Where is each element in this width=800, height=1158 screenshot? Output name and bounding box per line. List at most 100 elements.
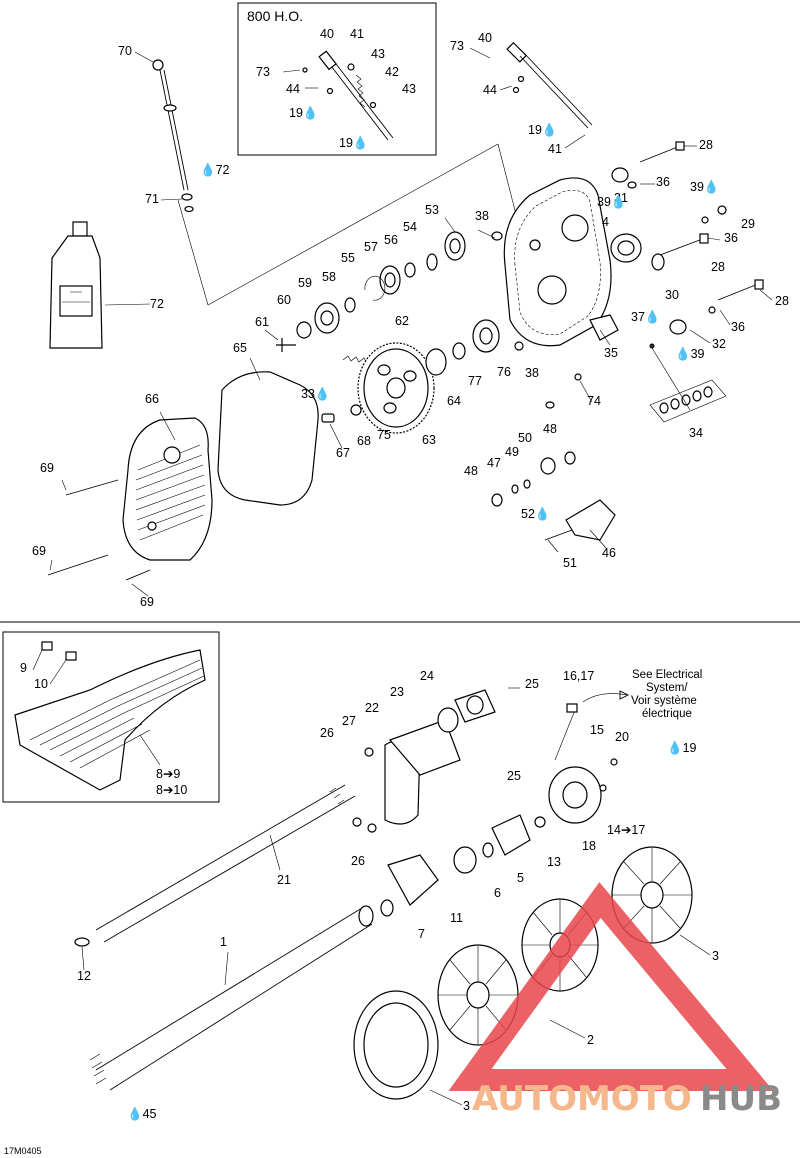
svg-text:HUB: HUB [700,1079,782,1119]
image-code: 17M0405 [4,1146,42,1156]
callout-labels: 70 💧72 71 72 40 41 43 42 43 73 44 19💧 19… [4,27,789,1156]
callout-41-right: 41 [548,142,562,156]
callout-9: 9 [20,661,27,675]
callout-39-a: 39💧 [690,179,719,194]
oil-bottle [49,221,103,349]
callout-76: 76 [497,365,511,379]
callout-15: 15 [590,723,604,737]
callout-20: 20 [615,730,629,744]
callout-12: 12 [77,969,91,983]
callout-36-b: 36 [724,231,738,245]
callout-65: 65 [233,341,247,355]
callout-26-b: 26 [351,854,365,868]
callout-24: 24 [420,669,434,683]
callout-39-c: 💧39 [675,346,705,361]
inset-800ho-frame [237,2,437,156]
cover-bolts [47,479,151,581]
callout-45: 💧45 [127,1106,157,1121]
callout-70: 70 [118,44,132,58]
callout-25-b: 25 [507,769,521,783]
callout-29: 29 [741,217,755,231]
dipstick [152,59,194,213]
callout-19-lower: 💧19 [667,740,697,755]
cover-gasket [217,371,319,506]
callout-69-b: 69 [32,544,46,558]
electrical-arrow [582,693,629,703]
callout-14-17: 14➔17 [607,823,645,837]
watermark-logo: AUTOMOTO HUB [448,882,782,1119]
callout-52: 52💧 [521,506,550,521]
callout-42-inset: 42 [385,65,399,79]
callout-39-b: 39💧 [597,194,626,209]
chaincase-cover [122,417,213,561]
callout-21: 21 [277,873,291,887]
callout-26-a: 26 [320,726,334,740]
callout-64: 64 [447,394,461,408]
callout-25-a: 25 [525,677,539,691]
callout-33: 33💧 [301,386,330,401]
callout-36-c: 36 [731,320,745,334]
svg-text:AUTOMOTO: AUTOMOTO [472,1079,692,1119]
housing-hardware [610,141,764,423]
callout-55: 55 [341,251,355,265]
callout-3-a: 3 [712,949,719,963]
callout-43-inset-a: 43 [371,47,385,61]
callout-28-c: 28 [775,294,789,308]
callout-66: 66 [145,392,159,406]
callout-36-a: 36 [656,175,670,189]
callout-41-inset: 41 [350,27,364,41]
callout-19-right: 19💧 [528,122,557,137]
callout-32: 32 [712,337,726,351]
electrical-arrowhead [619,690,630,700]
callout-2: 2 [587,1033,594,1047]
axle-1 [89,905,374,1091]
callout-30: 30 [665,288,679,302]
rod-top-right [506,41,593,129]
callout-10: 10 [34,677,48,691]
callout-3-b: 3 [463,1099,470,1113]
large-sprocket-gear [357,342,435,434]
callout-43-inset-b: 43 [402,82,416,96]
callout-7: 7 [418,927,425,941]
callout-44-inset: 44 [286,82,300,96]
callout-47: 47 [487,456,501,470]
end-bearing-parts [352,689,618,917]
callout-38-b: 38 [525,366,539,380]
callout-72-bottle: 72 [150,297,164,311]
callout-56: 56 [384,233,398,247]
note-electrical-3: Voir système [631,695,697,707]
callout-37: 37💧 [631,309,660,324]
callout-8-9: 8➔9 [156,767,180,781]
callout-38-a: 38 [475,209,489,223]
callout-53: 53 [425,203,439,217]
callout-69-a: 69 [40,461,54,475]
callout-8-10: 8➔10 [156,783,187,797]
callout-60: 60 [277,293,291,307]
callout-28-b: 28 [711,260,725,274]
callout-16-17: 16,17 [563,669,594,683]
callout-48-a: 48 [543,422,557,436]
callout-68: 68 [357,434,371,448]
inset-800ho-title: 800 H.O. [247,8,303,24]
callout-54: 54 [403,220,417,234]
callout-6: 6 [494,886,501,900]
callout-31: 31 [614,191,628,205]
callout-27: 27 [342,714,356,728]
callout-22: 22 [365,701,379,715]
callout-69-c: 69 [140,595,154,609]
callout-58: 58 [322,270,336,284]
callout-35: 35 [604,346,618,360]
callout-74: 74 [587,394,601,408]
callout-77: 77 [468,374,482,388]
upper-shaft-parts [276,231,503,366]
callout-49: 49 [505,445,519,459]
leader-lines [32,47,773,1106]
callout-5: 5 [517,871,524,885]
callout-62: 62 [395,314,409,328]
chaincase-housing [503,177,619,347]
callout-1: 1 [220,935,227,949]
callout-18: 18 [582,839,596,853]
shim-row [659,386,713,414]
callout-46: 46 [602,546,616,560]
